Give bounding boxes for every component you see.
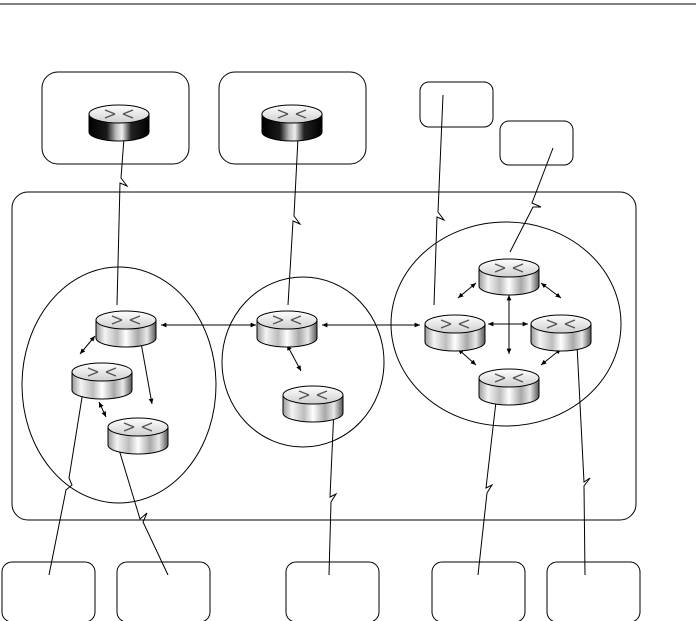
wan-link-bottom-4 <box>477 392 498 576</box>
link-C1-C2 <box>286 344 302 372</box>
wan-link-top-right-b <box>509 147 554 253</box>
domain-circle-center <box>221 276 385 448</box>
router-icon <box>95 310 157 348</box>
link-L2-L3 <box>98 401 107 418</box>
link-R1-R2 <box>457 282 477 299</box>
router-icon <box>478 368 540 406</box>
link-R2-R3 <box>540 282 562 299</box>
wan-link-top-right-a <box>433 94 446 306</box>
ext-site-box-bottom-4 <box>431 561 526 621</box>
wan-link-top-center <box>287 137 302 306</box>
wan-link-bottom-5 <box>576 344 591 576</box>
link-L1-L3 <box>138 336 154 405</box>
router-icon <box>261 104 323 142</box>
wan-link-bottom-2 <box>116 442 169 576</box>
link-L1-L2 <box>79 335 96 355</box>
internal-links <box>79 282 562 418</box>
router-icon <box>478 258 540 296</box>
router-icon <box>256 310 318 348</box>
ext-site-box-bottom-5 <box>546 561 641 621</box>
ext-site-box-top-right-b <box>499 120 574 166</box>
router-icon <box>530 314 592 352</box>
ext-site-box-top-right-a <box>419 81 494 128</box>
router-icon <box>282 385 344 423</box>
router-icon <box>88 104 150 142</box>
backbone-network-container <box>11 191 637 521</box>
router-icon <box>71 362 133 400</box>
link-R1-R4 <box>457 348 477 366</box>
domain-circle-left <box>21 266 217 504</box>
ext-site-box-bottom-2 <box>116 561 211 621</box>
wan-link-bottom-3 <box>328 407 338 576</box>
router-icon <box>107 417 169 455</box>
ext-site-box-bottom-3 <box>285 561 380 621</box>
wan-link-top-left <box>116 137 129 306</box>
wan-link-bottom-1 <box>48 384 85 576</box>
ext-site-box-bottom-1 <box>1 561 96 621</box>
router-icon <box>424 314 486 352</box>
link-R3-R4 <box>540 348 562 366</box>
